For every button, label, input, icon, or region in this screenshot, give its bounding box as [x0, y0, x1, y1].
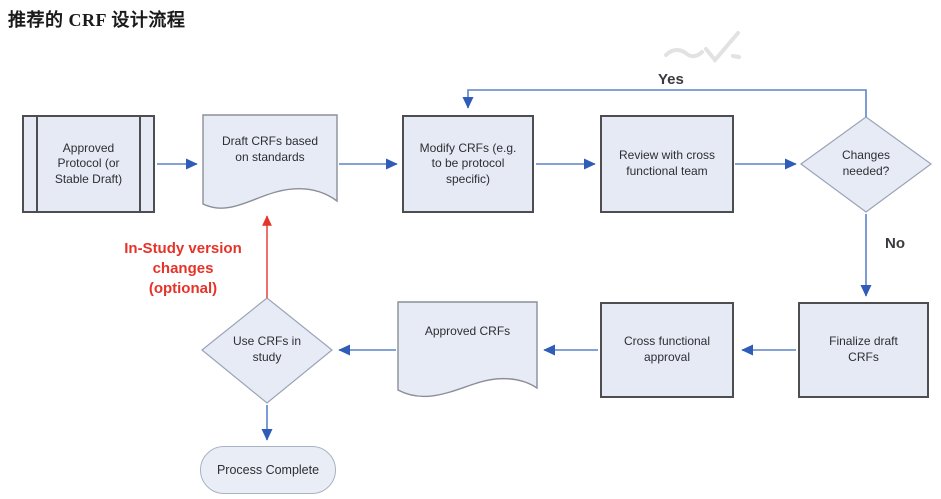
- node-label: Use CRFs in study: [232, 334, 301, 364]
- predefined-bar-right: [139, 117, 141, 211]
- node-changes-needed: Changes needed?: [811, 130, 921, 198]
- decision-shape-changes-needed: [799, 116, 933, 213]
- node-cross-functional: Cross functional approval: [600, 302, 734, 398]
- node-label: Cross functional approval: [623, 334, 711, 364]
- edge-label-no: No: [885, 235, 905, 252]
- node-label: Draft CRFs based on standards: [221, 134, 319, 164]
- document-shape-approved-crfs: [397, 301, 538, 398]
- node-use-crfs: Use CRFs in study: [207, 318, 327, 382]
- node-label: Process Complete: [216, 462, 320, 477]
- node-label: Review with cross functional team: [618, 148, 716, 178]
- predefined-bar-left: [36, 117, 38, 211]
- node-process-complete: Process Complete: [200, 446, 336, 494]
- instudy-version-note: In-Study version changes (optional): [124, 240, 242, 297]
- node-label: Changes needed?: [841, 148, 891, 178]
- node-approved-crfs: Approved CRFs: [398, 308, 537, 356]
- node-modify-crfs: Modify CRFs (e.g. to be protocol specifi…: [402, 115, 534, 213]
- node-approved-protocol: Approved Protocol (or Stable Draft): [22, 115, 155, 213]
- node-draft-crfs: Draft CRFs based on standards: [203, 118, 337, 182]
- node-review-team: Review with cross functional team: [600, 115, 734, 213]
- arrow-yes-loop: [462, 89, 867, 117]
- document-shape-draft-crfs: [202, 114, 338, 209]
- node-label: Modify CRFs (e.g. to be protocol specifi…: [419, 140, 517, 186]
- node-label: Approved Protocol (or Stable Draft): [54, 140, 123, 186]
- node-label: Approved CRFs: [424, 324, 511, 339]
- decision-shape-use-crfs: [201, 297, 333, 404]
- watermark-check-icon: [664, 31, 741, 64]
- edge-label-yes: Yes: [658, 71, 684, 88]
- page-title: 推荐的 CRF 设计流程: [8, 10, 186, 30]
- node-label: Finalize draft CRFs: [829, 334, 898, 364]
- node-finalize-crfs: Finalize draft CRFs: [798, 302, 929, 398]
